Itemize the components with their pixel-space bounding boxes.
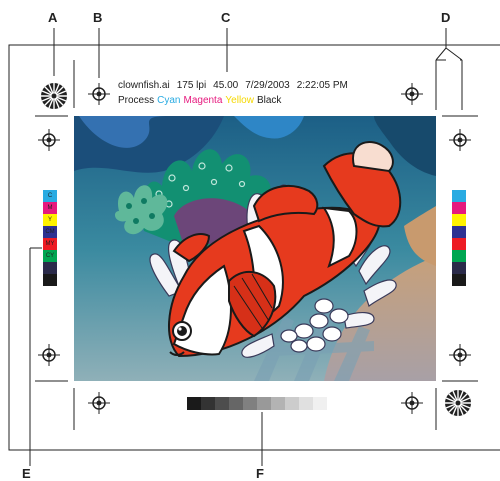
- tint-swatch: [243, 397, 257, 410]
- tint-swatch: [187, 397, 201, 410]
- clownfish-artwork: [74, 116, 436, 381]
- left-color-swatch: MY: [43, 238, 57, 250]
- left-color-swatch: C: [43, 190, 57, 202]
- separation-yellow: Yellow: [225, 95, 254, 106]
- right-color-swatch: [452, 226, 466, 238]
- right-color-swatch: [452, 262, 466, 274]
- star-target-icon: [444, 389, 472, 417]
- left-color-swatch: [43, 274, 57, 286]
- right-color-bar: [452, 190, 466, 286]
- tint-bar: [187, 397, 327, 410]
- left-color-swatch: CM: [43, 226, 57, 238]
- slug-lpi: 175 lpi: [177, 80, 206, 91]
- registration-mark-icon: [401, 392, 423, 414]
- tint-swatch: [201, 397, 215, 410]
- left-color-swatch: M: [43, 202, 57, 214]
- slug-angle: 45.00: [213, 80, 238, 91]
- tint-swatch: [215, 397, 229, 410]
- registration-mark-icon: [38, 344, 60, 366]
- separation-black: Black: [257, 95, 281, 106]
- right-color-swatch: [452, 238, 466, 250]
- left-color-swatch: Y: [43, 214, 57, 226]
- registration-mark-icon: [449, 344, 471, 366]
- registration-mark-icon: [449, 129, 471, 151]
- separation-magenta: Magenta: [183, 95, 222, 106]
- slug-line: clownfish.ai 175 lpi 45.00 7/29/2003 2:22:05…: [118, 80, 355, 91]
- right-color-swatch: [452, 250, 466, 262]
- tint-swatch: [257, 397, 271, 410]
- tint-swatch: [313, 397, 327, 410]
- slug-date: 7/29/2003: [245, 80, 290, 91]
- star-target-icon: [40, 82, 68, 110]
- slug-filename: clownfish.ai: [118, 80, 170, 91]
- tint-swatch: [271, 397, 285, 410]
- right-color-swatch: [452, 202, 466, 214]
- registration-mark-icon: [401, 83, 423, 105]
- separation-cyan: Cyan: [157, 95, 180, 106]
- registration-mark-icon: [88, 392, 110, 414]
- tint-swatch: [285, 397, 299, 410]
- left-color-swatch: CY: [43, 250, 57, 262]
- right-color-swatch: [452, 190, 466, 202]
- separation-process: Process: [118, 95, 154, 106]
- right-color-swatch: [452, 214, 466, 226]
- right-color-swatch: [452, 274, 466, 286]
- tint-swatch: [229, 397, 243, 410]
- registration-mark-icon: [38, 129, 60, 151]
- registration-mark-icon: [88, 83, 110, 105]
- tint-swatch: [299, 397, 313, 410]
- slug-time: 2:22:05 PM: [297, 80, 348, 91]
- left-color-swatch: [43, 262, 57, 274]
